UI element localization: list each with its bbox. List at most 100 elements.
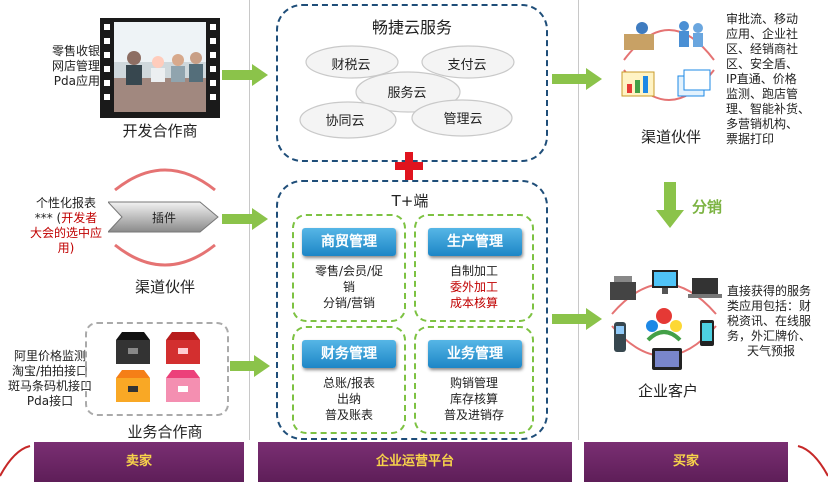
cycle-swoosh-icon — [114, 168, 216, 267]
customer-features: 直接获得的服务 类应用包括：财 税资讯、在线服 务，外汇牌价、 天气预报 — [727, 284, 827, 359]
phone-icon — [700, 320, 714, 346]
partner-feature: 多营销机构、 — [726, 117, 799, 131]
module-title-finance: 财务管理 — [302, 340, 396, 368]
business-feature: 淘宝/拍拍接口 — [11, 364, 89, 378]
partner-feature: 区、安全盾、 — [726, 57, 799, 71]
business-feature: Pda接口 — [26, 394, 74, 408]
arrow-right-icon — [230, 355, 270, 377]
partner-features: 审批流、移动 应用、企业社 区、经销商社 区、安全盾、 IP直通、价格 监测、跑… — [726, 12, 826, 147]
module-box — [292, 214, 406, 322]
partner-feature: 审批流、移动 — [726, 12, 799, 26]
business-title: 业务合作商 — [127, 423, 203, 441]
partner-feature: 票据打印 — [726, 132, 775, 146]
cloud-collab: 协同云 — [325, 114, 365, 129]
tplus-title: T+端 — [391, 192, 429, 210]
pink-box-icon — [166, 370, 200, 402]
partner-feature: 理、智能补货、 — [726, 102, 811, 116]
module-item: 零售/会员/促 — [314, 264, 384, 278]
partner-feature: 监测、跑店管 — [726, 87, 799, 101]
scanner-icon — [614, 322, 626, 352]
module-box — [292, 326, 406, 434]
arrow-down-icon — [656, 182, 684, 228]
footer-buyer: 买家 — [584, 442, 788, 482]
module-item: 委外加工 — [449, 280, 498, 294]
developer-feature: Pda应用 — [53, 74, 100, 88]
people-group-icon — [679, 21, 703, 47]
module-item: 成本核算 — [449, 296, 498, 310]
channel-title: 渠道伙伴 — [134, 278, 195, 296]
black-box-icon — [116, 332, 150, 364]
cloud-service: 服务云 — [387, 86, 427, 101]
arrow-right-icon — [222, 64, 268, 86]
business-feature: 阿里价格监测 — [13, 349, 86, 363]
channel-feature: 个性化报表 — [35, 196, 96, 210]
module-box — [414, 214, 534, 322]
arrow-right-icon — [552, 308, 602, 330]
business-box — [85, 322, 229, 416]
device-icons — [610, 270, 722, 370]
customer-feature: 税资讯、在线服 — [727, 314, 812, 328]
partner-feature: 应用、企业社 — [726, 27, 799, 41]
yellow-box-icon — [116, 370, 150, 402]
meeting-photo — [100, 18, 220, 118]
partner-feature: 区、经销商社 — [726, 42, 799, 56]
footer-platform: 企业运营平台 — [258, 442, 572, 482]
office-desk-icon — [624, 22, 654, 50]
developer-feature: 网店管理 — [51, 59, 100, 73]
channel-feature-highlight: 用) — [57, 241, 75, 255]
module-item: 总账/报表 — [322, 376, 376, 390]
arrow-right-icon — [222, 208, 268, 230]
clouds-icon — [299, 45, 515, 139]
plugin-label: 插件 — [151, 211, 176, 225]
customer-feature: 直接获得的服务 — [727, 284, 812, 298]
cloud-tax: 财税云 — [331, 58, 371, 73]
documents-icon — [677, 69, 711, 97]
cloud-service-title: 畅捷云服务 — [371, 18, 452, 37]
customer-feature: 务，外汇牌价、 — [727, 329, 812, 343]
module-item: 库存核算 — [449, 392, 498, 406]
customer-feature: 天气预报 — [747, 344, 796, 358]
developer-features: 零售收银 网店管理 Pda应用 — [34, 44, 100, 89]
monitor-icon — [652, 270, 678, 294]
laptop-icon — [688, 278, 722, 298]
module-title-trade: 商贸管理 — [302, 228, 396, 256]
plus-icon — [395, 152, 423, 180]
module-item: 出纳 — [336, 392, 361, 406]
customer-title: 企业客户 — [637, 382, 698, 400]
people-logo-icon — [646, 308, 682, 342]
module-item: 购销管理 — [449, 376, 498, 390]
channel-features: 个性化报表 *** (开发者 大会的选中应 用) — [22, 196, 110, 256]
customer-feature: 类应用包括：财 — [727, 299, 812, 313]
cloud-payment: 支付云 — [447, 58, 487, 73]
module-box — [414, 326, 534, 434]
partner-feature: IP直通、价格 — [726, 72, 797, 86]
separator-right — [578, 0, 579, 440]
channel-feature-highlight: 大会的选中应 — [29, 226, 102, 240]
partner-icons — [621, 21, 715, 101]
plugin-arrow-icon — [108, 201, 219, 233]
printer-icon — [610, 276, 636, 300]
module-item: 自制加工 — [449, 264, 498, 278]
module-item: 销 — [342, 280, 355, 294]
module-title-business: 业务管理 — [428, 340, 522, 368]
channel-feature-highlight: 开发者 — [61, 211, 98, 225]
right-partner-title: 渠道伙伴 — [640, 128, 701, 146]
cloud-management: 管理云 — [443, 112, 483, 127]
module-title-production: 生产管理 — [428, 228, 522, 256]
distribution-label: 分销 — [692, 198, 723, 216]
chart-board-icon — [621, 71, 655, 97]
tplus-panel — [276, 180, 548, 440]
arrow-right-icon — [552, 68, 602, 90]
module-item: 普及账表 — [324, 408, 373, 422]
red-box-icon — [166, 332, 200, 364]
tablet-icon — [652, 348, 682, 370]
box-icons — [116, 332, 200, 402]
module-item: 普及进销存 — [443, 408, 504, 422]
footer-seller: 卖家 — [34, 442, 244, 482]
channel-feature: *** ( — [34, 211, 62, 225]
footer-arcs — [0, 445, 828, 477]
business-feature: 斑马条码机接口 — [7, 379, 92, 393]
business-features: 阿里价格监测 淘宝/拍拍接口 斑马条码机接口 Pda接口 — [2, 349, 98, 409]
developer-title: 开发合作商 — [122, 122, 198, 140]
module-item: 分销/营销 — [322, 296, 376, 310]
